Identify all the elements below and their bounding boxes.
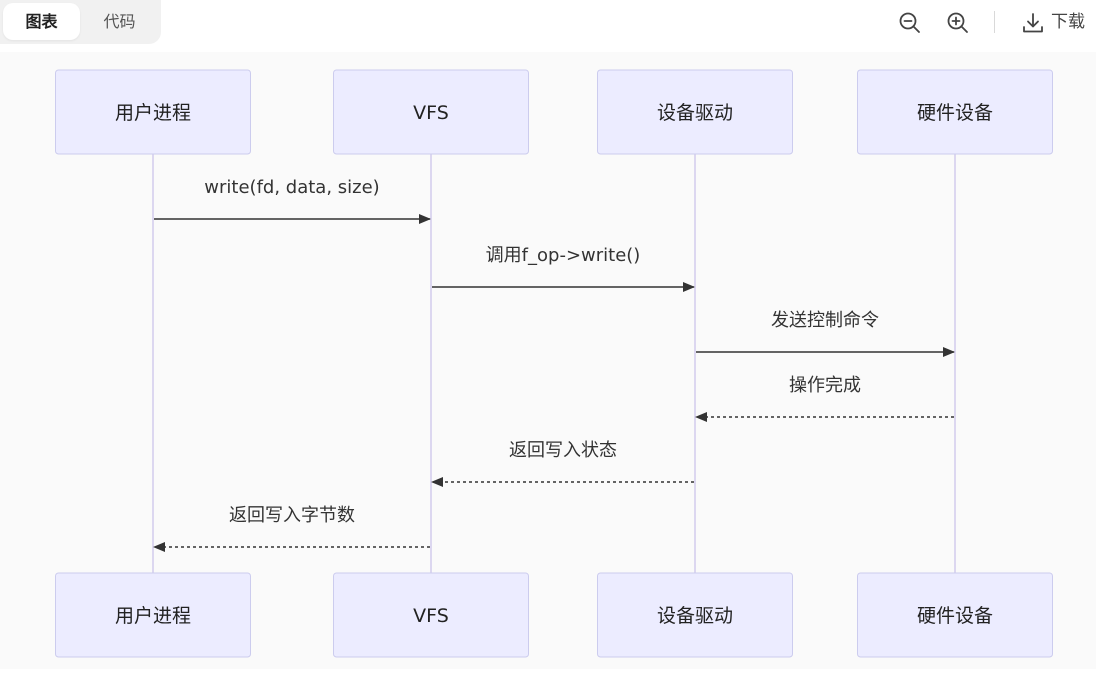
toolbar-divider (994, 11, 995, 33)
participant-label-driver-top: 设备驱动 (657, 102, 733, 124)
participant-box-driver-bottom (597, 572, 793, 658)
participant-label-driver-bottom: 设备驱动 (657, 605, 733, 627)
view-tabs: 图表 代码 (0, 0, 161, 44)
participant-box-hw-top (857, 69, 1053, 155)
participant-box-driver-top (597, 69, 793, 155)
download-icon[interactable] (1020, 10, 1046, 36)
zoom-out-icon[interactable] (897, 10, 923, 36)
download-label[interactable]: 下载 (1051, 12, 1085, 32)
message-label-2: 调用f_op->write() (486, 245, 641, 266)
participant-label-hw-bottom: 硬件设备 (917, 605, 993, 627)
participant-box-hw-bottom (857, 572, 1053, 658)
participant-box-user-top (55, 69, 251, 155)
participant-box-user-bottom (55, 572, 251, 658)
message-label-6: 返回写入字节数 (229, 505, 355, 526)
tab-code[interactable]: 代码 (103, 12, 136, 31)
participant-label-vfs-top: VFS (413, 102, 449, 124)
participant-label-vfs-bottom: VFS (413, 605, 449, 627)
message-label-4: 操作完成 (789, 375, 861, 396)
tab-chart[interactable]: 图表 (3, 3, 80, 40)
message-label-1: write(fd, data, size) (204, 177, 379, 198)
zoom-in-icon[interactable] (945, 10, 971, 36)
participant-box-vfs-top (333, 69, 529, 155)
message-label-5: 返回写入状态 (509, 440, 617, 461)
participant-box-vfs-bottom (333, 572, 529, 658)
participant-label-user-top: 用户进程 (115, 102, 191, 124)
toolbar: 图表 代码 下载 (0, 0, 1096, 52)
participant-label-user-bottom: 用户进程 (115, 605, 191, 627)
message-label-3: 发送控制命令 (771, 310, 879, 331)
participant-label-hw-top: 硬件设备 (917, 102, 993, 124)
